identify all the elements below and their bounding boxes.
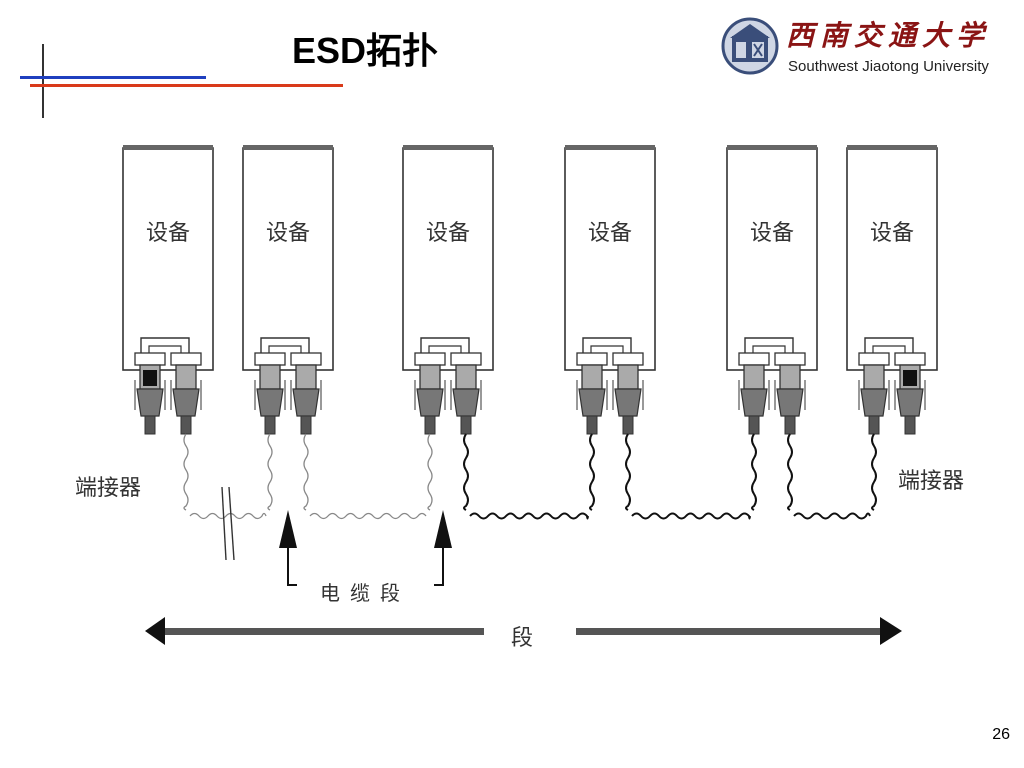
device-top-bar	[565, 145, 655, 150]
device-box	[726, 147, 818, 371]
device-label: 设备	[146, 221, 190, 246]
device-unit: 设备	[402, 145, 494, 435]
coax-cable-segment	[787, 433, 877, 520]
device-label: 设备	[750, 221, 794, 246]
university-logo: 西南交通大学 Southwest Jiaotong University	[718, 14, 1008, 78]
coax-cable-segment	[303, 433, 433, 520]
device-unit: 设备	[122, 145, 214, 435]
bnc-connector	[290, 352, 322, 435]
device-label: 设备	[870, 221, 914, 246]
accent-vertical-line	[42, 44, 44, 118]
device-unit: 设备	[726, 145, 818, 435]
device-box	[122, 147, 214, 371]
bnc-connector	[170, 352, 202, 435]
slide-title: ESD拓扑	[291, 30, 439, 71]
bnc-connector	[894, 352, 926, 435]
cable-break-mark	[221, 486, 227, 561]
device-label: 设备	[266, 221, 310, 246]
cable-segment-arrow-right	[434, 510, 452, 586]
university-emblem-icon	[721, 17, 779, 75]
terminator-label-right: 端接器	[898, 469, 964, 494]
cable-segment-arrow-left	[279, 510, 297, 586]
bnc-connector	[576, 352, 608, 435]
device-unit: 设备	[846, 145, 938, 435]
accent-red-line	[30, 84, 343, 87]
segment-label: 段	[511, 626, 533, 651]
coax-cable-segment	[183, 433, 273, 520]
coax-cable-segment	[625, 433, 757, 520]
terminator-cap	[903, 370, 917, 386]
cable-segment-label: 电缆段	[320, 581, 410, 605]
university-name-cn: 西南交通大学	[786, 19, 991, 52]
bnc-connector	[612, 352, 644, 435]
device-top-bar	[847, 145, 937, 150]
bnc-connector	[414, 352, 446, 435]
device-box	[242, 147, 334, 371]
device-top-bar	[403, 145, 493, 150]
device-unit: 设备	[564, 145, 656, 435]
device-top-bar	[727, 145, 817, 150]
cable-break-mark	[228, 486, 235, 561]
device-top-bar	[243, 145, 333, 150]
segment-double-arrow	[145, 617, 902, 645]
device-box	[564, 147, 656, 371]
device-box	[402, 147, 494, 371]
bnc-connector	[134, 352, 166, 435]
device-unit: 设备	[242, 145, 334, 435]
bnc-connector	[254, 352, 286, 435]
device-box	[846, 147, 938, 371]
bnc-connector	[450, 352, 482, 435]
terminator-cap	[143, 370, 157, 386]
device-label: 设备	[588, 221, 632, 246]
university-name-en: Southwest Jiaotong University	[788, 58, 989, 75]
bnc-connector	[774, 352, 806, 435]
device-top-bar	[123, 145, 213, 150]
page-number: 26	[992, 726, 1010, 743]
accent-blue-line	[20, 76, 206, 79]
bnc-connector	[738, 352, 770, 435]
bnc-connector	[858, 352, 890, 435]
coax-cable-segment	[463, 433, 595, 520]
terminator-label-left: 端接器	[75, 476, 141, 501]
device-label: 设备	[426, 221, 470, 246]
